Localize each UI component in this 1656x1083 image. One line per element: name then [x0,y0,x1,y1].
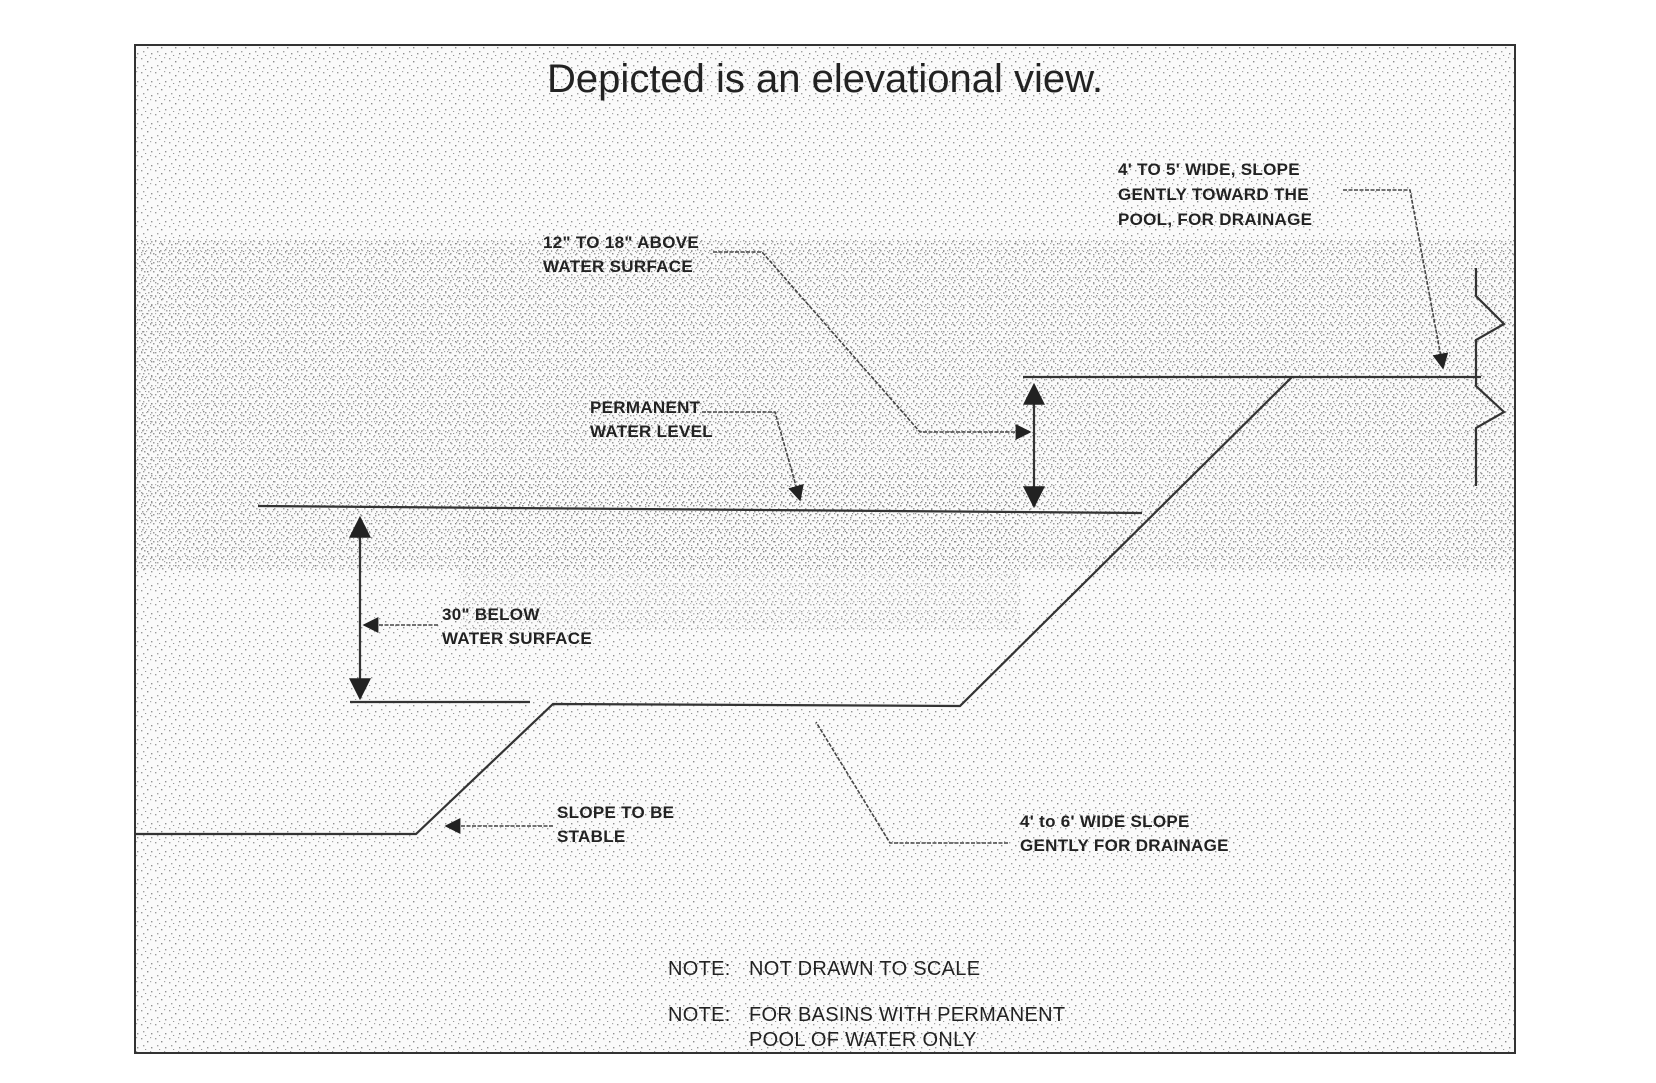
bench-top-width-line-3: POOL, FOR DRAINAGE [1118,210,1312,229]
note-1-text: NOT DRAWN TO SCALE [749,958,980,980]
bench-top-width-line-1: 4' TO 5' WIDE, SLOPE [1118,160,1300,179]
label-bench-bottom-width: 4' to 6' WIDE SLOPE GENTLY FOR DRAINAGE [1020,812,1229,855]
diagram-title: Depicted is an elevational view. [547,57,1103,101]
note-not-to-scale: NOTE: NOT DRAWN TO SCALE [668,958,980,980]
permanent-water-level-line-2: WATER LEVEL [590,422,713,441]
slope-stable-line-1: SLOPE TO BE [557,803,674,822]
above-water-line-2: WATER SURFACE [543,257,693,276]
bench-bottom-width-line-1: 4' to 6' WIDE SLOPE [1020,812,1190,831]
basin-profile-line [136,375,1481,836]
above-water-line-1: 12" TO 18" ABOVE [543,233,699,252]
below-water-line-1: 30" BELOW [442,605,540,624]
label-bench-top-width: 4' TO 5' WIDE, SLOPE GENTLY TOWARD THE P… [1118,160,1312,229]
permanent-water-level-line-1: PERMANENT [590,398,701,417]
note-2-line-2: POOL OF WATER ONLY [749,1029,977,1051]
dense-noise-patch [460,470,1020,630]
label-permanent-water-level: PERMANENT WATER LEVEL [590,398,713,441]
bench-bottom-width-line-2: GENTLY FOR DRAINAGE [1020,836,1229,855]
note-2-prefix: NOTE: [668,1004,731,1026]
label-below-water: 30" BELOW WATER SURFACE [442,605,592,648]
note-2-line-1: FOR BASINS WITH PERMANENT [749,1004,1065,1026]
bench-bottom-leader [815,721,1008,844]
above-water-leader [713,251,1032,440]
note-permanent-pool: NOTE: FOR BASINS WITH PERMANENT POOL OF … [668,1004,1065,1051]
water-level-leader [702,411,804,502]
bench-top-width-line-2: GENTLY TOWARD THE [1118,185,1309,204]
label-slope-stable: SLOPE TO BE STABLE [557,803,674,846]
bench-top-leader [1343,189,1449,370]
slope-stable-line-2: STABLE [557,827,626,846]
permanent-water-level-line [257,504,1143,515]
below-water-line-2: WATER SURFACE [442,629,592,648]
break-line [1474,268,1506,486]
label-above-water: 12" TO 18" ABOVE WATER SURFACE [543,233,699,276]
note-1-prefix: NOTE: [668,958,731,980]
